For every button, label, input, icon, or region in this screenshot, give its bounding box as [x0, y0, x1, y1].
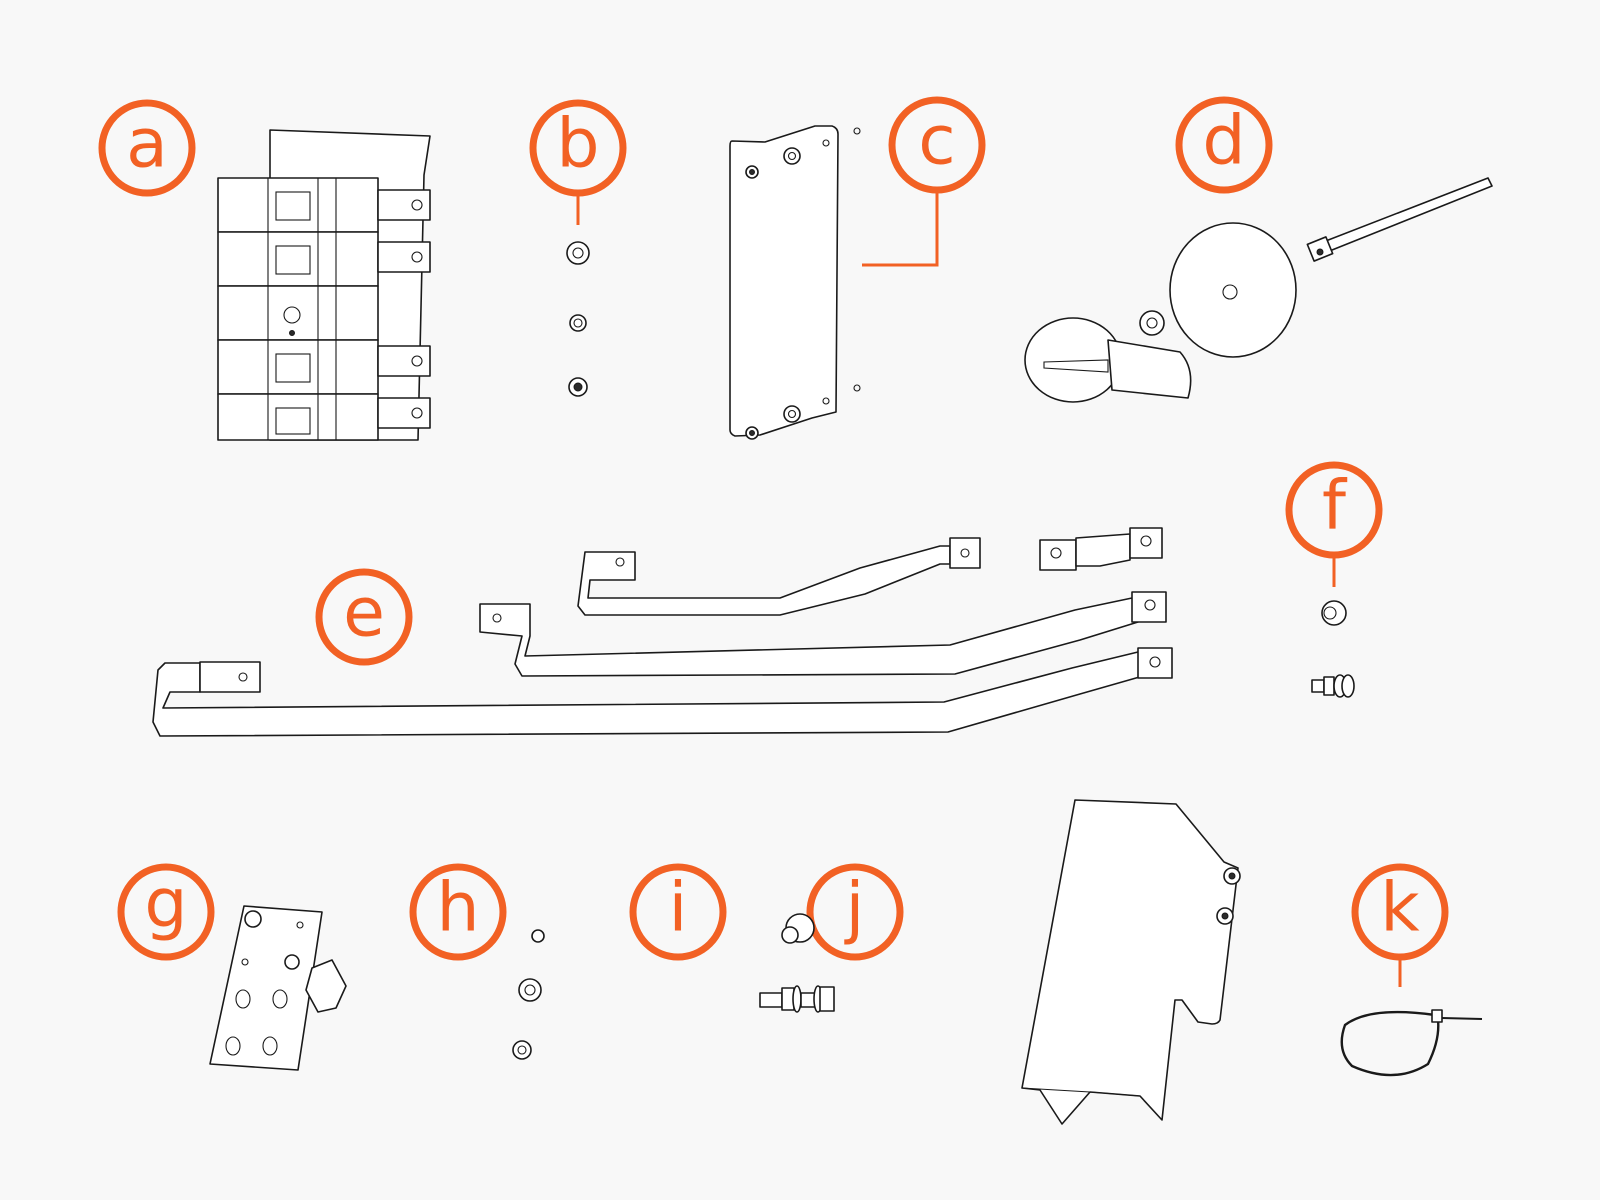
switch-module [217, 231, 379, 287]
callout-letter: c [918, 102, 955, 181]
callout-letter: b [556, 105, 599, 184]
callout-letter: f [1322, 467, 1348, 546]
callout-b: b [529, 99, 627, 225]
escutcheon-disc [1169, 222, 1297, 358]
bus-bar-short [577, 537, 981, 616]
terminal-tab [377, 189, 431, 221]
cover-body [1021, 799, 1239, 1125]
switch-module [217, 177, 379, 233]
callout-a: a [98, 99, 196, 197]
callout-k: k [1351, 863, 1449, 987]
nut [569, 314, 587, 332]
callout-letter: d [1202, 102, 1245, 181]
screw [853, 127, 861, 135]
bolt-head [1321, 600, 1347, 626]
flat-washer [518, 978, 542, 1002]
callout-ring [117, 863, 215, 961]
callout-c: c [862, 96, 986, 267]
screw [853, 384, 861, 392]
callout-h: h [409, 863, 507, 961]
drive-shaft [1306, 177, 1493, 262]
callout-letter: j [844, 869, 865, 948]
bus-bar-medium [479, 591, 1167, 677]
callout-i: i [629, 863, 727, 961]
terminal-tab [377, 397, 431, 429]
bolt-assembly [1311, 674, 1355, 698]
callout-letter: h [436, 869, 479, 948]
part-h-hardware [512, 929, 545, 1060]
switch-module [217, 339, 379, 395]
part-k-cable-tie [1340, 1009, 1483, 1077]
part-f-terminal-bolts [1311, 600, 1355, 698]
callout-ring [409, 863, 507, 961]
plate [729, 125, 839, 437]
leader-line [862, 190, 939, 267]
callout-j: j [806, 863, 904, 961]
washer [1139, 310, 1165, 336]
part-b-nuts [566, 241, 590, 397]
switch-terminals [377, 189, 431, 429]
callout-ring [1175, 96, 1273, 194]
callout-g: g [117, 863, 215, 961]
bolt-assembly [759, 985, 835, 1013]
terminal-tab [377, 345, 431, 377]
bus-bar-long [152, 647, 1173, 737]
rotary-handle [1024, 317, 1192, 403]
terminal-tab [377, 241, 431, 273]
part-g-lug-plate [209, 905, 347, 1071]
callout-ring [629, 863, 727, 961]
callout-ring [806, 863, 904, 961]
callout-ring [98, 99, 196, 197]
lock-washer [512, 1040, 532, 1060]
callout-e: e [315, 568, 413, 666]
plate [209, 905, 323, 1071]
callout-letter: e [343, 574, 385, 653]
callout-f: f [1285, 461, 1383, 587]
tie-head [1431, 1009, 1443, 1023]
callout-letter: g [144, 865, 187, 944]
part-e-bus-bars [152, 527, 1173, 737]
callout-ring [315, 568, 413, 666]
part-j-cover [1021, 799, 1241, 1125]
hex-bolt [305, 959, 347, 1013]
part-c-mounting-plate [729, 125, 861, 440]
tie-tail [1441, 1017, 1483, 1020]
callout-d: d [1175, 96, 1273, 194]
bus-bar-link [1039, 527, 1163, 571]
screw [531, 929, 545, 943]
callout-letter: k [1380, 869, 1420, 948]
part-d-handle-assembly [1024, 177, 1493, 403]
tie-loop [1340, 1010, 1440, 1077]
part-i-bolts [759, 913, 835, 1013]
part-a-switch-body [217, 129, 431, 441]
callout-letter: i [669, 869, 688, 948]
switch-module [217, 285, 379, 341]
callout-letter: a [126, 105, 168, 184]
switch-module [217, 393, 379, 441]
nut-assembly [781, 913, 815, 944]
washer [566, 241, 590, 265]
switch-modules [217, 177, 379, 441]
